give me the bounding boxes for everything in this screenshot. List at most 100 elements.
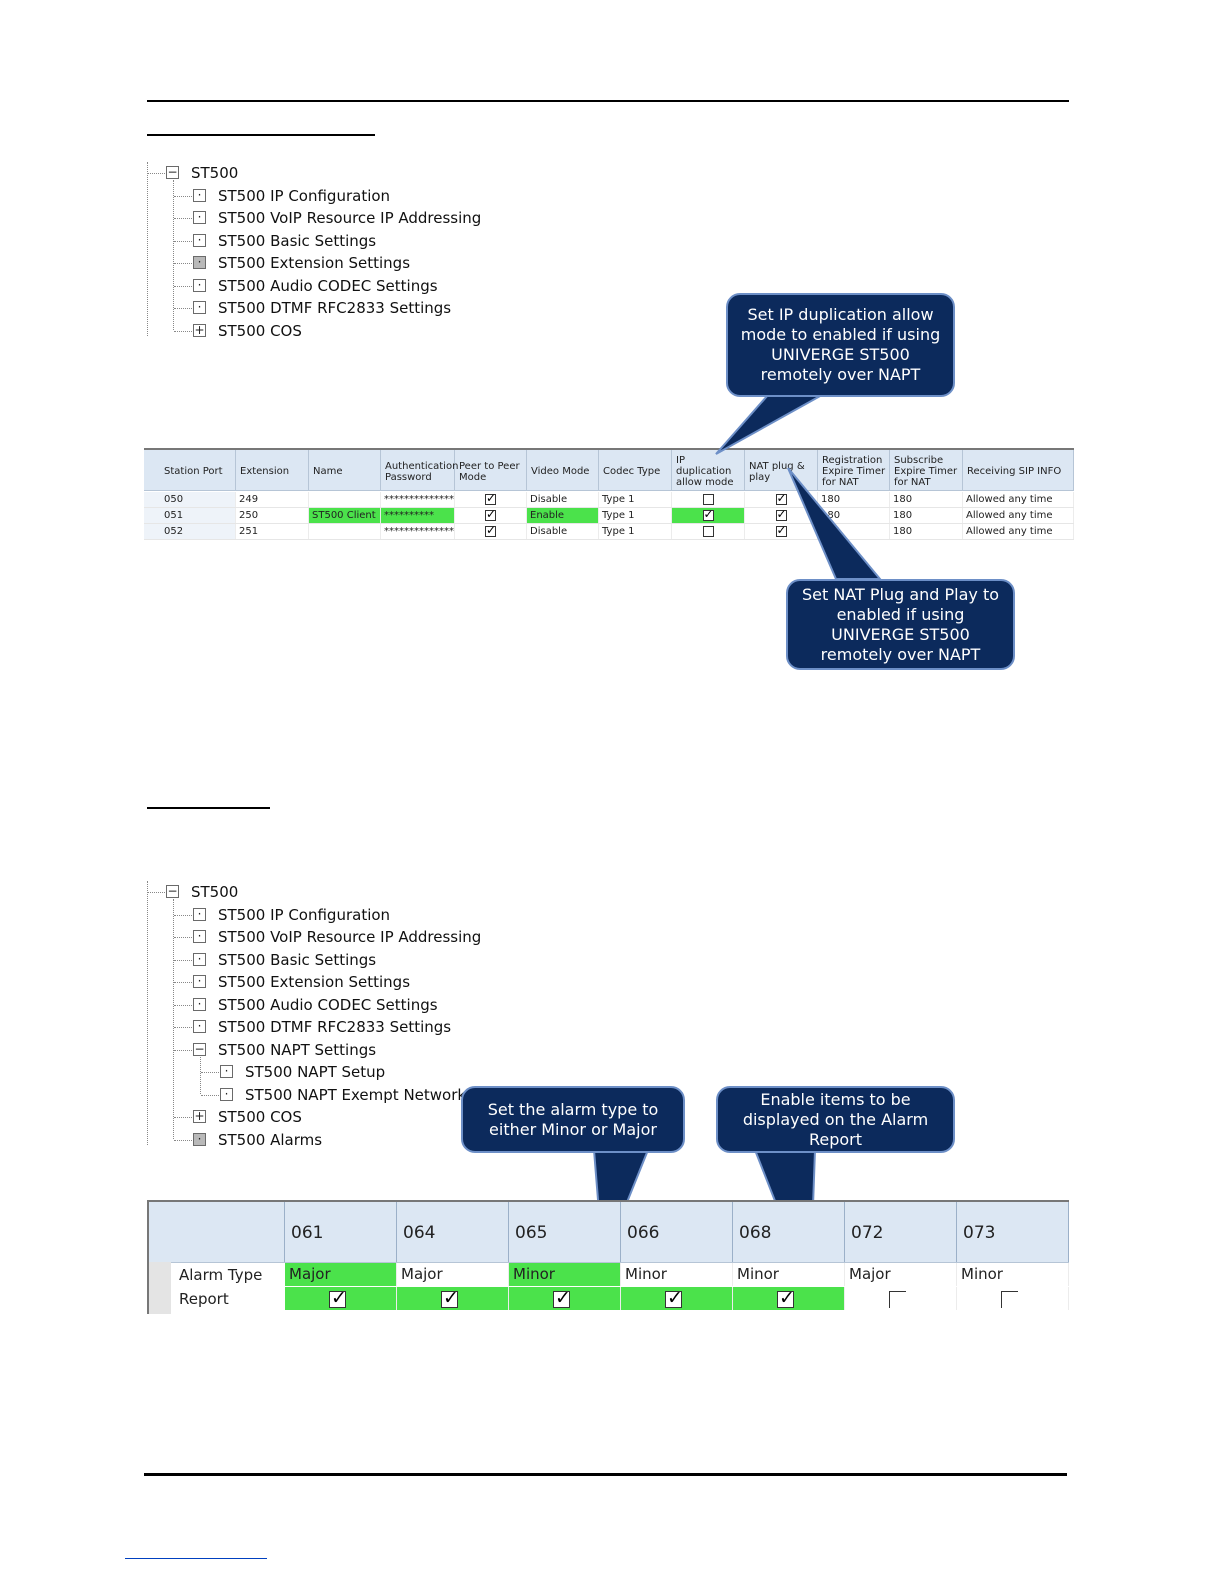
report-cell[interactable] [397,1287,509,1310]
tree-connector [174,330,192,332]
report-cell[interactable] [957,1287,1069,1310]
checkbox[interactable] [485,492,496,506]
column-header[interactable]: Subscribe Expire Timer for NAT [890,450,963,490]
table-cell[interactable]: Disable [527,492,599,507]
tree-item-label: ST500 Audio CODEC Settings [218,276,438,295]
table-cell[interactable] [455,508,527,523]
table-cell[interactable]: 249 [236,492,309,507]
table-cell[interactable]: 051 [144,508,236,523]
table-cell[interactable] [455,492,527,507]
table-cell[interactable]: 180 [890,524,963,539]
alarm-type-cell[interactable]: Major [397,1263,509,1286]
checkbox[interactable] [777,1287,795,1310]
table-cell[interactable]: Enable [527,508,599,523]
checkbox[interactable] [702,508,714,522]
checkbox[interactable] [485,508,496,522]
column-header[interactable]: Extension [236,450,309,490]
table-cell[interactable]: **************** [381,524,455,539]
table-cell[interactable]: Type 1 [599,492,672,507]
report-cell[interactable] [509,1287,621,1310]
table-cell[interactable]: Type 1 [599,524,672,539]
column-header[interactable]: 068 [733,1202,845,1262]
checkbox[interactable] [553,1287,571,1310]
checkbox[interactable] [329,1287,347,1310]
column-header[interactable]: 064 [397,1202,509,1262]
node-icon [193,211,206,224]
report-cell[interactable] [733,1287,845,1310]
table-cell[interactable] [672,524,745,539]
table-cell[interactable] [672,492,745,507]
checkbox[interactable] [889,1291,906,1308]
column-header[interactable]: 073 [957,1202,1069,1262]
column-header[interactable]: 065 [509,1202,621,1262]
tree-item-label: ST500 COS [218,321,302,340]
column-header[interactable]: 072 [845,1202,957,1262]
callout-alarm-report: Enable items to be displayed on the Alar… [716,1086,955,1153]
table-cell[interactable]: 180 [818,508,890,523]
checkbox[interactable] [775,524,787,538]
alarm-type-cell[interactable]: Minor [733,1263,845,1286]
checkbox[interactable] [775,508,787,522]
checkbox[interactable] [1001,1291,1018,1308]
column-header[interactable]: IP duplication allow mode [672,450,745,490]
table-cell[interactable] [309,492,381,507]
table-cell[interactable]: Allowed any time [963,524,1074,539]
table-cell[interactable]: 180 [890,508,963,523]
expand-icon[interactable] [193,323,206,337]
tree-connector [201,1072,219,1073]
table-cell[interactable]: ST500 Client [309,508,381,523]
column-header[interactable]: Authentication Password [381,450,458,490]
column-header[interactable]: Station Port [144,450,236,490]
column-header[interactable]: Receiving SIP INFO [963,450,1074,490]
table-cell[interactable]: Type 1 [599,508,672,523]
checkbox[interactable] [485,524,496,538]
table-cell[interactable]: 052 [144,524,236,539]
column-header[interactable]: Peer to Peer Mode [455,450,527,490]
table-cell[interactable]: 180 [818,492,890,507]
table-cell[interactable]: 251 [236,524,309,539]
cell-text: Allowed any time [966,494,1053,505]
checkbox[interactable] [441,1287,459,1310]
alarm-type-cell[interactable]: Minor [509,1263,621,1286]
report-cell[interactable] [621,1287,733,1310]
column-header[interactable]: 061 [285,1202,397,1262]
collapse-icon[interactable] [193,1042,206,1056]
table-cell[interactable]: ********** [381,508,455,523]
table-cell[interactable] [745,492,818,507]
table-cell[interactable]: **************** [381,492,455,507]
collapse-icon[interactable] [166,166,179,179]
column-header[interactable]: Registration Expire Timer for NAT [818,450,890,490]
tree-connector [147,892,165,893]
column-header[interactable]: NAT plug & play [745,450,818,490]
alarm-type-cell[interactable]: Minor [621,1263,733,1286]
report-cell[interactable] [845,1287,957,1310]
table-cell[interactable]: 050 [144,492,236,507]
table-row-report[interactable]: Report [149,1287,1069,1311]
table-cell[interactable]: 180 [890,492,963,507]
expand-icon[interactable] [193,1110,206,1123]
checkbox[interactable] [665,1287,683,1310]
table-cell[interactable] [455,524,527,539]
table-cell[interactable]: Allowed any time [963,508,1074,523]
alarm-type-cell[interactable]: Major [845,1263,957,1286]
column-header[interactable]: 066 [621,1202,733,1262]
column-header[interactable]: Codec Type [599,450,672,490]
table-cell[interactable]: Allowed any time [963,492,1074,507]
column-header[interactable]: Name [309,450,381,490]
checkbox[interactable] [775,492,787,506]
tree-guide-line [147,162,148,336]
column-header[interactable]: Video Mode [527,450,599,490]
checkbox[interactable] [702,525,714,537]
alarm-type-cell[interactable]: Minor [957,1263,1069,1286]
table-cell[interactable] [309,524,381,539]
alarm-type-cell[interactable]: Major [285,1263,397,1286]
report-cell[interactable] [285,1287,397,1310]
checkbox[interactable] [702,493,714,505]
table-cell[interactable] [672,508,745,523]
collapse-icon[interactable] [166,885,179,898]
table-cell[interactable]: 250 [236,508,309,523]
table-cell[interactable]: Disable [527,524,599,539]
